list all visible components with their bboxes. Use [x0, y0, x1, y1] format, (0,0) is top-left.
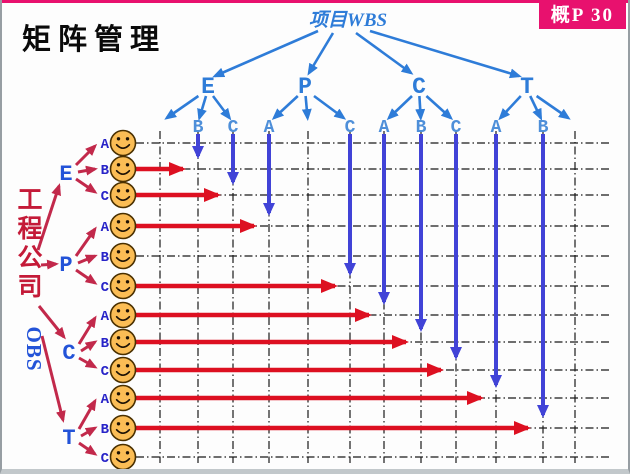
smiley-face-icon: [109, 181, 137, 209]
wbs-branch-arrow: [535, 94, 571, 120]
group-to-member-arrow: [78, 356, 98, 369]
wbs-branch-arrow: [197, 95, 208, 121]
wbs-root-arrow: [212, 29, 319, 78]
smiley-face-icon: [109, 129, 137, 157]
wbs-root-label: 项目WBS: [308, 10, 388, 31]
obs-group-label: E: [59, 162, 72, 187]
org-company-label: 工程公司: [17, 187, 43, 301]
org-to-group-arrow: [36, 183, 61, 251]
wbs-branch-arrow: [211, 95, 232, 121]
org-to-group-arrow: [40, 259, 59, 270]
group-to-member-arrow: [77, 315, 97, 345]
obs-member-letter: C: [101, 364, 110, 380]
wbs-column-letter: A: [379, 118, 390, 138]
obs-member-letter: A: [101, 392, 110, 408]
wbs-column-letter: A: [264, 118, 275, 138]
wbs-root-arrow: [355, 31, 414, 75]
wbs-column-letter: B: [193, 118, 204, 138]
obs-member-letter: B: [101, 163, 110, 179]
org-to-group-arrow: [40, 335, 66, 423]
obs-member-letter: C: [101, 189, 110, 205]
wbs-node-label: P: [298, 74, 312, 100]
wbs-branch-arrow: [313, 94, 347, 120]
obs-member-letter: B: [101, 422, 110, 438]
group-to-member-arrow: [78, 441, 98, 456]
group-to-member-arrow: [80, 340, 98, 353]
wbs-column-letter: C: [228, 118, 239, 138]
smiley-face-icon: [109, 328, 137, 356]
group-to-member-arrow: [77, 165, 98, 176]
smiley-face-icon: [109, 155, 137, 183]
top-accent-line: [2, 0, 628, 3]
group-to-member-arrow: [75, 177, 98, 194]
wbs-column-letter: C: [345, 118, 356, 138]
wbs-branch-arrow: [301, 95, 312, 121]
group-to-member-arrow: [77, 398, 97, 430]
org-to-group-arrow: [37, 305, 66, 340]
obs-member-letter: B: [101, 250, 110, 266]
obs-group-label: C: [62, 341, 75, 366]
smiley-face-icon: [109, 212, 137, 240]
group-to-member-arrow: [74, 226, 97, 257]
smiley-face-icon: [109, 301, 137, 329]
obs-axis-label: OBS: [22, 326, 46, 372]
obs-member-letter: A: [101, 309, 110, 325]
obs-member-letter: B: [101, 336, 110, 352]
smiley-face-icon: [109, 272, 137, 300]
wbs-column-letter: B: [416, 118, 427, 138]
group-to-member-arrow: [75, 268, 98, 285]
slide-title: 矩阵管理: [22, 24, 167, 56]
smiley-face-icon: [109, 443, 137, 469]
group-to-member-arrow: [74, 143, 98, 167]
wbs-root-arrow: [369, 29, 522, 79]
smiley-face-icon: [109, 356, 137, 384]
obs-member-letter: C: [101, 280, 110, 296]
obs-group-label: T: [62, 426, 75, 451]
smiley-face-icon: [109, 242, 137, 270]
wbs-branch-arrow: [498, 95, 522, 121]
wbs-node-label: C: [412, 74, 426, 100]
smiley-face-icon: [109, 384, 137, 412]
wbs-column-letter: B: [538, 118, 549, 138]
wbs-branch-arrow: [415, 95, 426, 121]
wbs-branch-arrow: [529, 95, 543, 121]
wbs-branch-arrow: [271, 95, 299, 121]
obs-member-letter: C: [101, 451, 110, 467]
obs-member-letter: A: [101, 220, 110, 236]
group-to-member-arrow: [80, 426, 98, 438]
wbs-node-label: E: [201, 74, 215, 100]
smiley-face-icon: [109, 414, 137, 442]
wbs-node-label: T: [520, 74, 534, 100]
wbs-column-letter: A: [491, 118, 502, 138]
wbs-column-letter: C: [451, 118, 462, 138]
wbs-branch-arrow: [386, 95, 413, 121]
page-number-badge: 概P 30: [538, 3, 626, 29]
obs-member-letter: A: [101, 137, 110, 153]
group-to-member-arrow: [77, 254, 98, 265]
wbs-root-arrow: [307, 32, 335, 76]
obs-group-label: P: [59, 253, 72, 278]
wbs-branch-arrow: [425, 95, 454, 121]
wbs-branch-arrow: [164, 94, 200, 120]
